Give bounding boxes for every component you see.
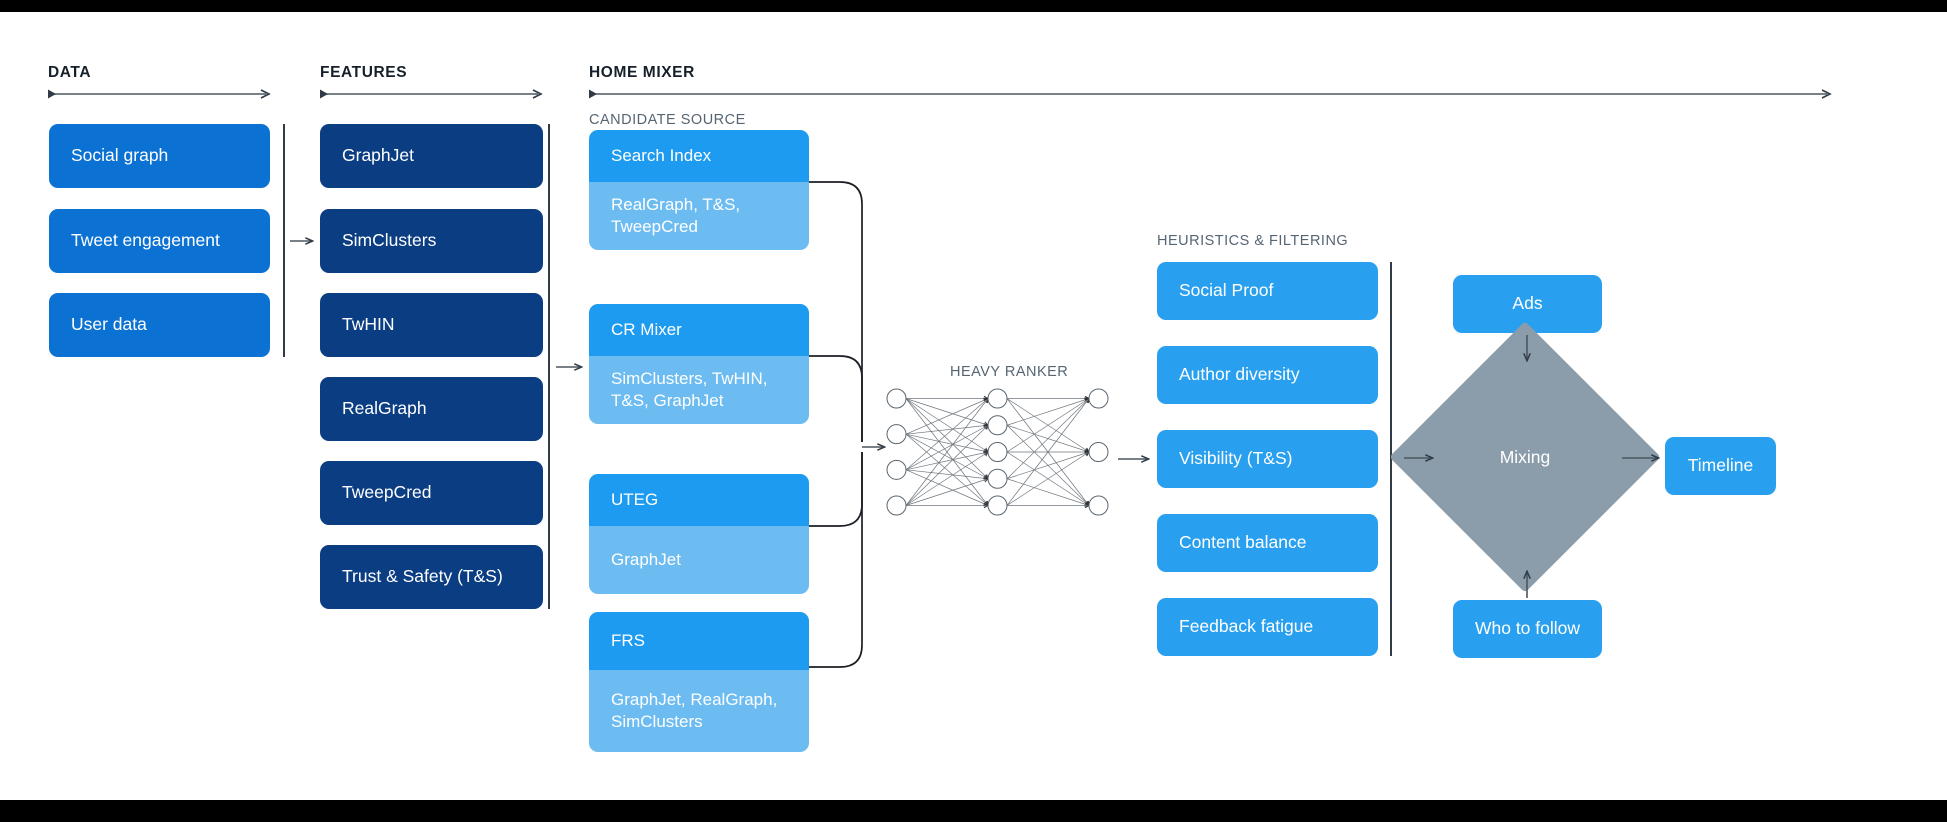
- candidate-source-name: Search Index: [589, 130, 809, 182]
- candidate-source-features: GraphJet: [589, 526, 809, 594]
- feature-box-label: TweepCred: [342, 482, 432, 503]
- feature-box-tweepcred[interactable]: TweepCred: [320, 461, 543, 525]
- subheader-heavy-ranker: HEAVY RANKER: [950, 364, 1069, 380]
- feature-box-label: TwHIN: [342, 314, 395, 335]
- feature-box-simclusters[interactable]: SimClusters: [320, 209, 543, 273]
- heuristic-box-label: Social Proof: [1179, 280, 1274, 301]
- feature-box-graphjet[interactable]: GraphJet: [320, 124, 543, 188]
- heuristic-box-label: Author diversity: [1179, 364, 1300, 385]
- feature-box-label: SimClusters: [342, 230, 437, 251]
- subheader-heuristics: HEURISTICS & FILTERING: [1157, 233, 1349, 249]
- output-box-label: Ads: [1512, 293, 1543, 314]
- subheader-candidate-source: CANDIDATE SOURCE: [589, 112, 746, 128]
- candidate-source-card-search-index[interactable]: Search Index RealGraph, T&S, TweepCred: [589, 130, 809, 250]
- feature-box-realgraph[interactable]: RealGraph: [320, 377, 543, 441]
- heuristic-box-content-balance[interactable]: Content balance: [1157, 514, 1378, 572]
- candidate-source-card-uteg[interactable]: UTEG GraphJet: [589, 474, 809, 594]
- output-box-timeline[interactable]: Timeline: [1665, 437, 1776, 495]
- data-box-label: Social graph: [71, 145, 169, 166]
- output-box-label: Who to follow: [1474, 618, 1581, 639]
- output-box-label: Timeline: [1687, 455, 1754, 476]
- feature-box-label: GraphJet: [342, 145, 414, 166]
- candidate-source-features: RealGraph, T&S, TweepCred: [589, 182, 809, 250]
- candidate-source-name: UTEG: [589, 474, 809, 526]
- data-box-social-graph[interactable]: Social graph: [49, 124, 270, 188]
- feature-box-twhin[interactable]: TwHIN: [320, 293, 543, 357]
- mixing-diamond[interactable]: Mixing: [1389, 321, 1661, 593]
- wire-uteg-to-ranker: [809, 452, 863, 527]
- heuristic-box-label: Feedback fatigue: [1179, 616, 1314, 637]
- candidate-source-card-cr-mixer[interactable]: CR Mixer SimClusters, TwHIN, T&S, GraphJ…: [589, 304, 809, 424]
- data-box-label: Tweet engagement: [71, 230, 220, 251]
- section-rule-features: [320, 88, 546, 100]
- feature-box-label: Trust & Safety (T&S): [342, 566, 503, 587]
- section-rule-home-mixer: [589, 88, 1835, 100]
- heuristic-box-visibility[interactable]: Visibility (T&S): [1157, 430, 1378, 488]
- data-box-user-data[interactable]: User data: [49, 293, 270, 357]
- wire-frs-to-ranker: [809, 452, 863, 668]
- feature-box-label: RealGraph: [342, 398, 427, 419]
- candidate-source-features: SimClusters, TwHIN, T&S, GraphJet: [589, 356, 809, 424]
- output-box-who-to-follow[interactable]: Who to follow: [1453, 600, 1602, 658]
- data-box-label: User data: [71, 314, 147, 335]
- candidate-source-features: GraphJet, RealGraph, SimClusters: [589, 670, 809, 752]
- section-header-home-mixer: HOME MIXER: [589, 64, 695, 81]
- section-rule-data: [48, 88, 274, 100]
- bottom-black-bar: [0, 800, 1947, 822]
- candidate-source-name: FRS: [589, 612, 809, 670]
- heuristic-box-feedback-fatigue[interactable]: Feedback fatigue: [1157, 598, 1378, 656]
- heuristic-box-label: Visibility (T&S): [1179, 448, 1293, 469]
- data-box-tweet-engagement[interactable]: Tweet engagement: [49, 209, 270, 273]
- heuristic-box-social-proof[interactable]: Social Proof: [1157, 262, 1378, 320]
- mixing-label: Mixing: [1499, 446, 1551, 467]
- heavy-ranker-network: [886, 388, 1109, 516]
- divider-data-features: [283, 124, 285, 357]
- candidate-source-name: CR Mixer: [589, 304, 809, 356]
- top-black-bar: [0, 0, 1947, 12]
- diagram-canvas: DATA FEATURES HOME MIXER CANDIDATE SOURC…: [0, 12, 1947, 800]
- feature-box-trust-safety[interactable]: Trust & Safety (T&S): [320, 545, 543, 609]
- section-header-data: DATA: [48, 64, 92, 81]
- candidate-source-card-frs[interactable]: FRS GraphJet, RealGraph, SimClusters: [589, 612, 809, 752]
- section-header-features: FEATURES: [320, 64, 408, 81]
- wire-search-index-to-ranker: [809, 181, 863, 442]
- heuristic-box-label: Content balance: [1179, 532, 1307, 553]
- heuristic-box-author-diversity[interactable]: Author diversity: [1157, 346, 1378, 404]
- divider-features-homemixer: [548, 124, 550, 609]
- wire-cr-mixer-to-ranker: [809, 355, 863, 442]
